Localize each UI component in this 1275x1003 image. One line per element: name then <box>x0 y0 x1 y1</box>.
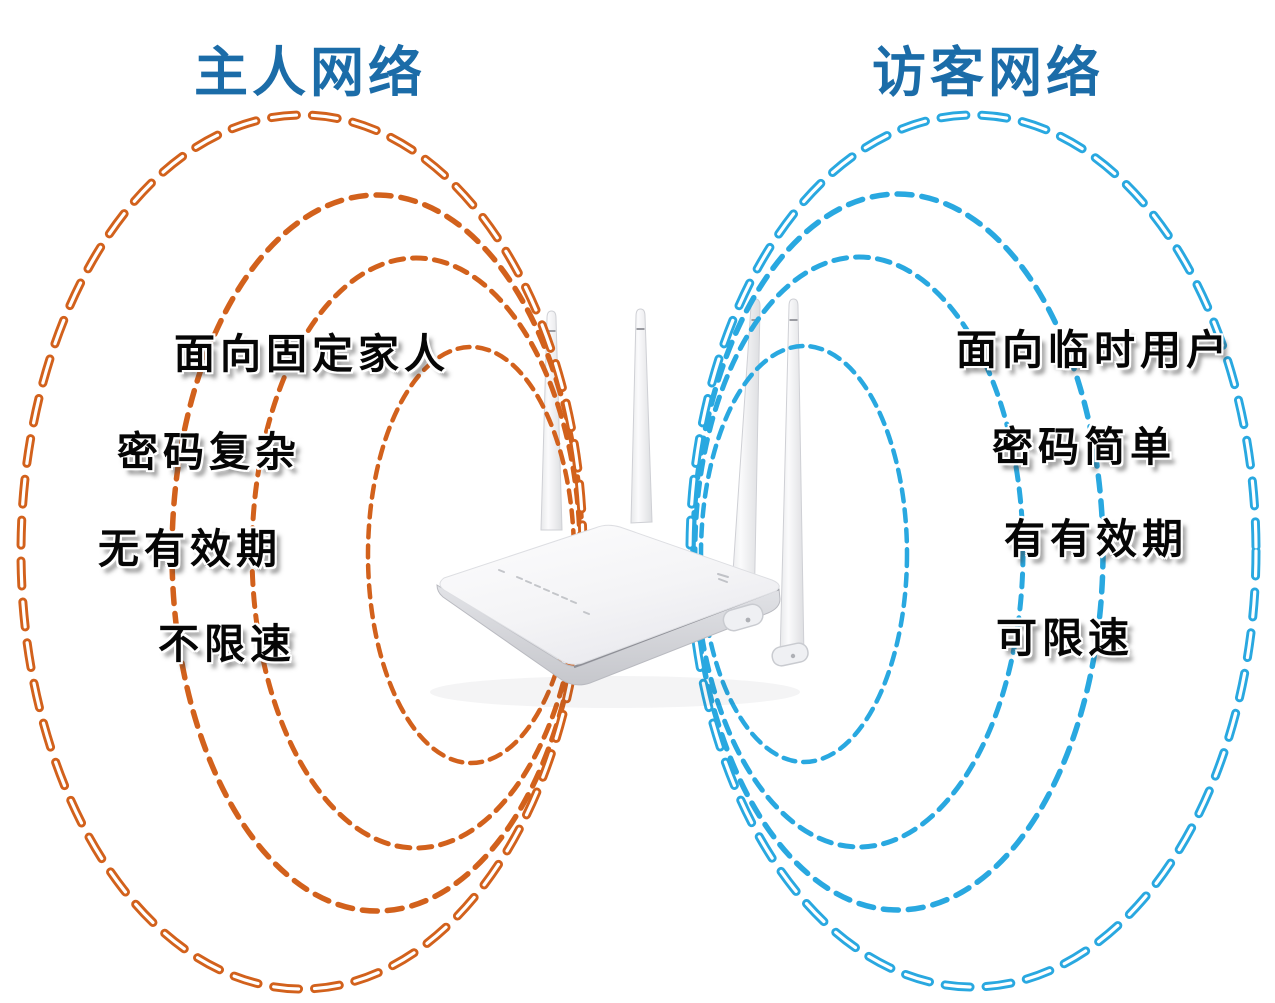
router-illustration <box>430 524 809 708</box>
host-feature-password: 密码复杂 <box>117 429 301 475</box>
antenna-icon <box>779 298 805 659</box>
guest-feature-password: 密码简单 <box>992 424 1176 470</box>
guest-network-title: 访客网络 <box>872 43 1104 103</box>
host-network-title: 主人网络 <box>194 43 426 103</box>
router-status-leds <box>498 569 590 615</box>
host-feature-audience: 面向固定家人 <box>174 331 450 377</box>
antenna-icon <box>630 308 653 524</box>
guest-feature-audience: 面向临时用户 <box>956 327 1232 373</box>
router-shadow <box>430 676 800 708</box>
host-feature-speed: 不限速 <box>158 621 296 667</box>
guest-ring-outer-core <box>688 113 1258 989</box>
guest-ring-inner <box>698 343 910 765</box>
antenna-hinges <box>722 603 809 667</box>
guest-feature-speed: 可限速 <box>996 615 1134 661</box>
guest-ring-3 <box>692 254 1026 850</box>
brand-mark <box>717 573 729 583</box>
router-top-face <box>439 524 780 665</box>
host-feature-validity: 无有效期 <box>98 526 282 572</box>
guest-feature-validity: 有有效期 <box>1004 516 1188 562</box>
